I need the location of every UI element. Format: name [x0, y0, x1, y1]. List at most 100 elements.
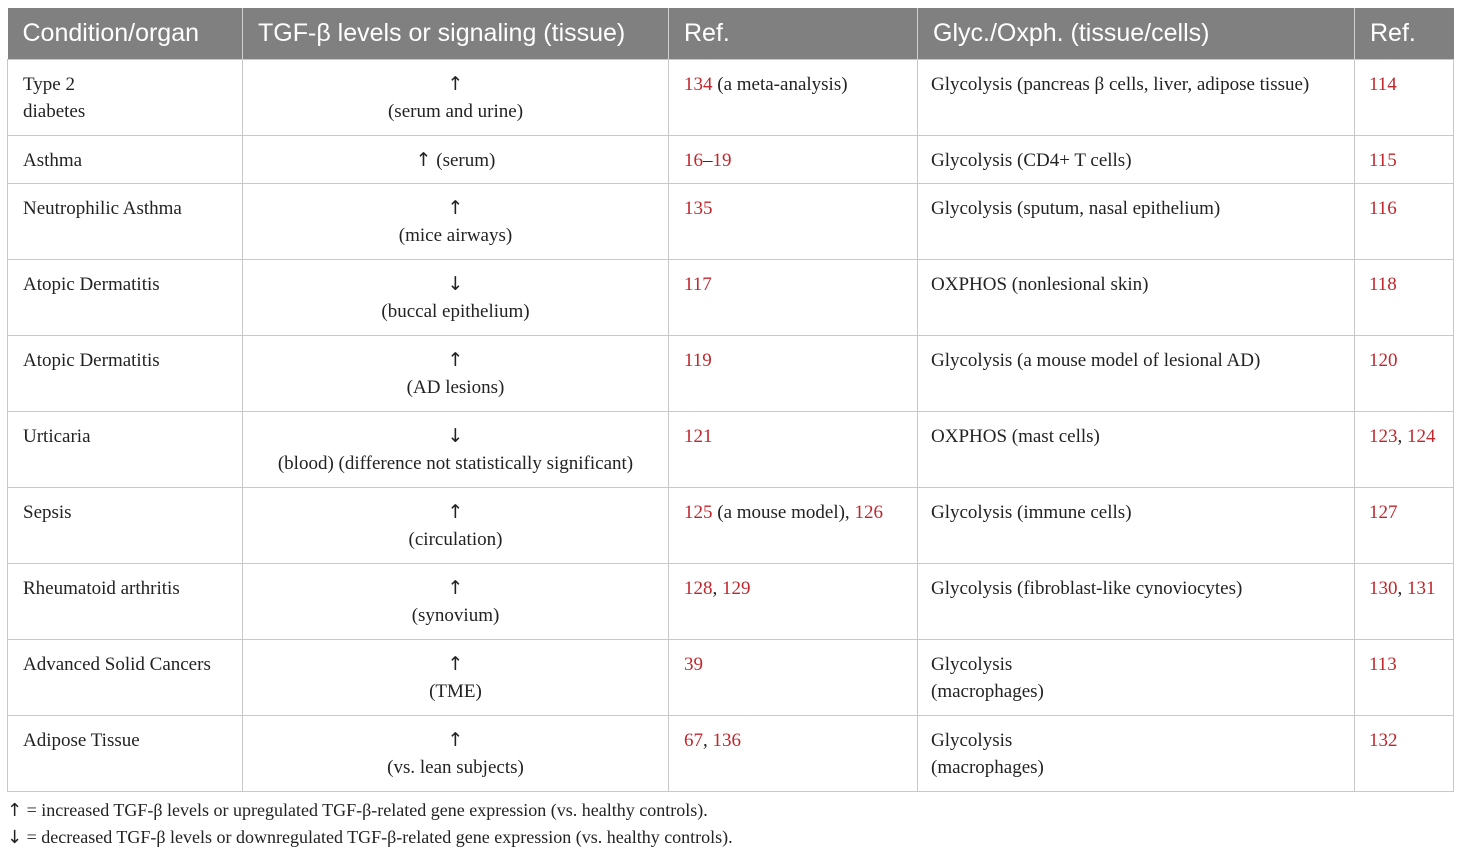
reference-link[interactable]: 130 [1369, 577, 1398, 599]
condition-text: diabetes [23, 100, 86, 122]
ref-cell: 117 [668, 258, 918, 336]
up-arrow-icon: ↑ [447, 72, 464, 95]
reference-link[interactable]: 114 [1369, 73, 1397, 95]
table-row: Atopic Dermatitis↓(buccal epithelium)117… [7, 258, 1454, 336]
metabolism-cell: Glycolysis (macrophages) [917, 714, 1355, 792]
reference-link[interactable]: 121 [684, 425, 713, 447]
reference-link[interactable]: 126 [854, 501, 883, 523]
reference-link[interactable]: 128 [684, 577, 713, 599]
condition-text: Advanced Solid Cancers [23, 653, 211, 675]
reference-link[interactable]: 118 [1369, 273, 1397, 295]
metabolism-cell: Glycolysis (fibroblast-like cynoviocytes… [917, 562, 1355, 640]
metabolism-text: (macrophages) [931, 680, 1044, 702]
footnote-decrease: ↓ = decreased TGF-β levels or downregula… [7, 824, 733, 851]
reference-link[interactable]: 123 [1369, 425, 1398, 447]
ref-separator: , [1397, 425, 1407, 447]
data-table: Condition/organ TGF-β levels or signalin… [7, 8, 1454, 792]
ref-cell-2: 115 [1354, 134, 1454, 184]
table-container: Condition/organ TGF-β levels or signalin… [7, 8, 1454, 792]
ref-cell: 128, 129 [668, 562, 918, 640]
ref-cell-2: 130, 131 [1354, 562, 1454, 640]
down-arrow-icon: ↓ [7, 827, 23, 848]
signal-cell: ↓(blood) (difference not statistically s… [242, 410, 669, 488]
condition-cell: Sepsis [7, 486, 243, 564]
condition-cell: Urticaria [7, 410, 243, 488]
table-row: Sepsis↑(circulation)125 (a mouse model),… [7, 486, 1454, 564]
metabolism-text: (macrophages) [931, 756, 1044, 778]
reference-link[interactable]: 120 [1369, 349, 1398, 371]
ref-cell-2: 132 [1354, 714, 1454, 792]
ref-cell: 121 [668, 410, 918, 488]
table-row: Advanced Solid Cancers ↑(TME) 39 Glycolysis… [7, 638, 1454, 716]
ref-cell-2: 120 [1354, 334, 1454, 412]
up-arrow-icon: ↑ [447, 196, 464, 219]
reference-link[interactable]: 117 [684, 273, 712, 295]
signal-cell: ↑(TME) [242, 638, 669, 716]
down-arrow-icon: ↓ [447, 272, 464, 295]
footnote-text: = increased TGF-β levels or upregulated … [22, 800, 708, 820]
reference-link[interactable]: 116 [1369, 197, 1397, 219]
reference-link[interactable]: 127 [1369, 501, 1398, 523]
up-arrow-icon: ↑ [447, 576, 464, 599]
condition-cell: Neutrophilic Asthma [7, 182, 243, 260]
condition-text: Atopic Dermatitis [23, 273, 160, 295]
condition-text: Neutrophilic Asthma [23, 197, 182, 219]
header-tgf-signaling: TGF-β levels or signaling (tissue) [242, 8, 669, 59]
metabolism-cell: OXPHOS (nonlesional skin) [917, 258, 1355, 336]
metabolism-text: Glycolysis [931, 653, 1013, 675]
ref-cell: 67, 136 [668, 714, 918, 792]
reference-link[interactable]: 135 [684, 197, 713, 219]
ref-cell: 135 [668, 182, 918, 260]
signal-cell: ↑(serum and urine) [242, 58, 669, 136]
metabolism-cell: Glycolysis (pancreas β cells, liver, adi… [917, 58, 1355, 136]
table-body: Type 2 diabetes ↑(serum and urine) 134 (a m… [7, 58, 1454, 792]
metabolism-text: OXPHOS (nonlesional skin) [931, 273, 1149, 295]
reference-link[interactable]: 131 [1407, 577, 1436, 599]
header-ref-2: Ref. [1354, 8, 1454, 59]
table-row: Type 2 diabetes ↑(serum and urine) 134 (a m… [7, 58, 1454, 136]
reference-link[interactable]: 119 [684, 349, 712, 371]
reference-link[interactable]: 16 [684, 149, 703, 171]
condition-cell: Type 2 diabetes [7, 58, 243, 136]
reference-link[interactable]: 136 [712, 729, 742, 751]
footnote-increase: ↑ = increased TGF-β levels or upregulate… [7, 797, 733, 824]
condition-text: Sepsis [23, 501, 72, 523]
ref-cell: 125 (a mouse model), 126 [668, 486, 918, 564]
condition-text: Type 2 [23, 73, 75, 95]
condition-text: Adipose Tissue [23, 729, 140, 751]
reference-link[interactable]: 125 [684, 501, 713, 523]
metabolism-text: OXPHOS (mast cells) [931, 425, 1100, 447]
condition-cell: Asthma [7, 134, 243, 184]
up-arrow-icon: ↑ [447, 500, 464, 523]
reference-link[interactable]: 113 [1369, 653, 1397, 675]
ref-cell-2: 113 [1354, 638, 1454, 716]
reference-link[interactable]: 124 [1407, 425, 1436, 447]
signal-text: (vs. lean subjects) [387, 756, 524, 778]
table-row: Urticaria↓(blood) (difference not statis… [7, 410, 1454, 488]
ref-note: (a meta-analysis) [712, 73, 848, 95]
ref-note: (a mouse model), [712, 501, 855, 523]
ref-note: – [703, 149, 713, 171]
reference-link[interactable]: 39 [684, 653, 703, 675]
reference-link[interactable]: 67 [684, 729, 703, 751]
reference-link[interactable]: 115 [1369, 149, 1397, 171]
reference-link[interactable]: 129 [722, 577, 751, 599]
up-arrow-icon: ↑ [7, 800, 23, 821]
metabolism-text: Glycolysis (CD4+ T cells) [931, 149, 1132, 171]
metabolism-cell: Glycolysis (CD4+ T cells) [917, 134, 1355, 184]
condition-cell: Advanced Solid Cancers [7, 638, 243, 716]
ref-separator: , [1397, 577, 1407, 599]
metabolism-text: Glycolysis [931, 729, 1013, 751]
ref-cell: 16–19 [668, 134, 918, 184]
ref-cell: 119 [668, 334, 918, 412]
reference-link[interactable]: 132 [1369, 729, 1398, 751]
metabolism-text: Glycolysis (sputum, nasal epithelium) [931, 197, 1221, 219]
reference-link[interactable]: 19 [712, 149, 732, 171]
reference-link[interactable]: 134 [684, 73, 713, 95]
metabolism-cell: Glycolysis (sputum, nasal epithelium) [917, 182, 1355, 260]
signal-text: (AD lesions) [406, 376, 505, 398]
signal-text: (serum) [431, 149, 496, 171]
ref-cell-2: 114 [1354, 58, 1454, 136]
